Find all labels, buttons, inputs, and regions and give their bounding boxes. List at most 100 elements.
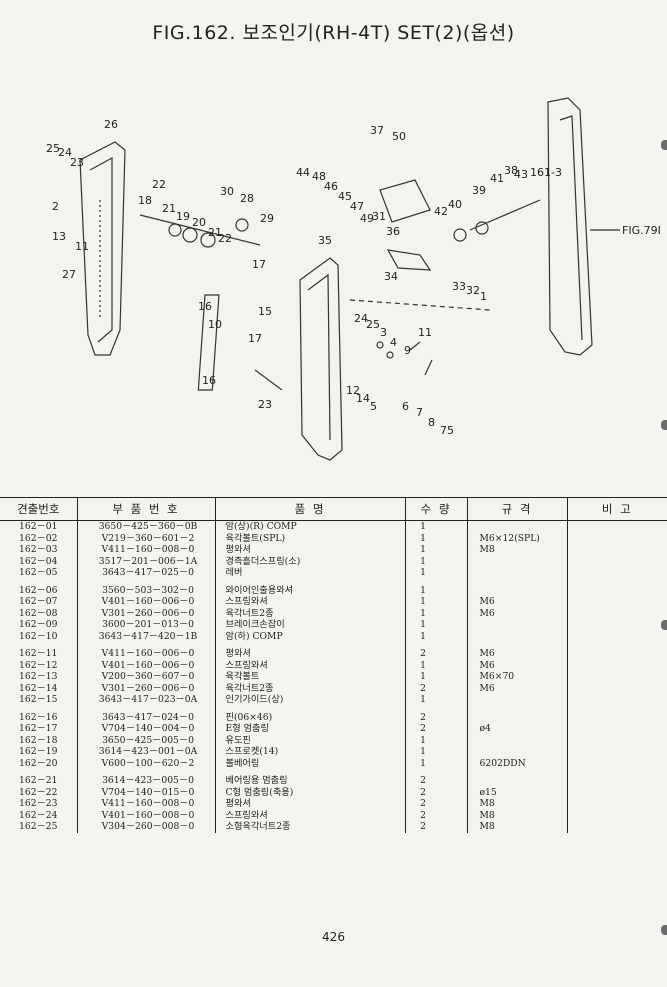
cell-quantity: 1 xyxy=(404,544,467,556)
diagram-callout: 49 xyxy=(360,212,374,225)
cell-item-no: 162－06 xyxy=(19,584,58,596)
spacer-cell xyxy=(566,769,667,775)
cell-remarks xyxy=(566,757,667,769)
cell-part-name: 스프링와셔 xyxy=(214,596,405,608)
cell-remarks xyxy=(566,694,667,706)
cell-remarks xyxy=(566,619,667,631)
cell-spec: M8 xyxy=(466,798,567,810)
cell-quantity: 1 xyxy=(404,630,467,642)
cell-quantity: 2 xyxy=(404,809,467,821)
cell-remarks xyxy=(566,798,667,810)
cell-remarks xyxy=(566,734,667,746)
washer-part-2 xyxy=(235,218,249,232)
diagram-callout: 22 xyxy=(218,232,232,245)
cell-spec: M8 xyxy=(466,809,567,821)
cell-part-no: V704－140－015－0 xyxy=(76,786,215,798)
cell-part-name: 스프링와셔 xyxy=(214,809,405,821)
cell-part-no: V411－160－006－0 xyxy=(76,648,215,660)
cell-part-no: V411－160－008－0 xyxy=(76,544,215,556)
cell-part-no: 3643－417－420－1B xyxy=(76,630,215,642)
diagram-callout: 21 xyxy=(162,202,176,215)
cell-part-name: 경측흘더스프링(소) xyxy=(214,555,405,567)
cell-item-no: 162－08 xyxy=(19,607,58,619)
diagram-callout: 44 xyxy=(296,166,310,179)
diagram-callout: 16 xyxy=(198,300,212,313)
diagram-callout: 11 xyxy=(75,240,89,253)
diagram-callout: 8 xyxy=(428,416,435,429)
cell-spec: 6202DDN xyxy=(466,757,567,769)
cell-spec: ø4 xyxy=(466,723,567,735)
leader-dashed xyxy=(349,299,491,311)
diagram-callout: 36 xyxy=(386,225,400,238)
cell-quantity: 2 xyxy=(404,798,467,810)
cell-quantity: 2 xyxy=(404,775,467,787)
cell-part-name: 브레이크손잡이 xyxy=(214,619,405,631)
cell-spec xyxy=(466,567,567,579)
cell-quantity: 2 xyxy=(404,723,467,735)
cell-item-no: 162－09 xyxy=(19,619,58,630)
diagram-callout: 34 xyxy=(384,270,398,283)
cell-spec xyxy=(466,555,567,567)
cell-item-no: 162－03 xyxy=(19,544,58,555)
guide-plate-part xyxy=(197,294,220,391)
spacer-cell xyxy=(214,769,405,775)
figure-title: FIG.162. 보조인기(RH-4T) SET(2)(옵션) xyxy=(152,22,515,44)
diagram-callout: 33 xyxy=(452,280,466,293)
header-part-name: 품 명 xyxy=(214,497,405,521)
cell-part-no: V600－100－620－2 xyxy=(76,757,215,769)
cell-remarks xyxy=(566,723,667,735)
cell-remarks xyxy=(566,746,667,758)
cell-part-no: V301－260－006－0 xyxy=(76,607,215,619)
spacer-cell xyxy=(404,705,467,712)
cell-part-no: 3614－423－001－0A xyxy=(76,746,215,758)
diagram-callout: 24 xyxy=(354,312,368,325)
pin-part xyxy=(254,369,283,391)
cell-remarks xyxy=(566,607,667,619)
table-spacer-row xyxy=(0,642,667,648)
cell-quantity: 1 xyxy=(404,746,467,758)
cell-quantity: 2 xyxy=(404,711,467,723)
cell-part-no: V704－140－004－0 xyxy=(76,723,215,735)
cell-part-name: 핀(06×46) xyxy=(214,711,405,723)
cell-spec xyxy=(466,711,567,723)
cell-quantity: 2 xyxy=(404,786,467,798)
cell-item-no: 162－16 xyxy=(19,711,58,723)
cell-part-no: 3560－503－302－0 xyxy=(76,584,215,596)
cell-item-no: 162－13 xyxy=(19,671,58,682)
cell-quantity: 1 xyxy=(404,520,467,533)
cell-part-no: V401－160－006－0 xyxy=(76,596,215,608)
cell-remarks xyxy=(566,544,667,556)
cell-spec: M6 xyxy=(466,659,567,671)
diagram-callout: 22 xyxy=(152,178,166,191)
cell-part-no: V219－360－601－2 xyxy=(76,532,215,544)
shaft-right-line xyxy=(469,199,541,231)
cell-part-name: 육각너트2종 xyxy=(214,682,405,694)
cell-part-name: 육각너트2종 xyxy=(214,607,405,619)
diagram-callout: 48 xyxy=(312,170,326,183)
lever-small-part xyxy=(409,341,433,376)
cell-remarks xyxy=(566,821,667,833)
diagram-callout: 15 xyxy=(258,305,272,318)
cell-spec xyxy=(466,694,567,706)
cell-part-name: 암(상)(R) COMP xyxy=(214,520,405,533)
diagram-callout: 19 xyxy=(176,210,190,223)
cell-quantity: 1 xyxy=(404,694,467,706)
cell-part-name: 인기가이드(상) xyxy=(214,694,405,706)
cell-part-name: 평와셔 xyxy=(214,648,405,660)
diagram-callout: 1 xyxy=(480,290,487,303)
cell-spec xyxy=(466,630,567,642)
cell-part-name: 소형육각너트2종 xyxy=(214,821,405,833)
